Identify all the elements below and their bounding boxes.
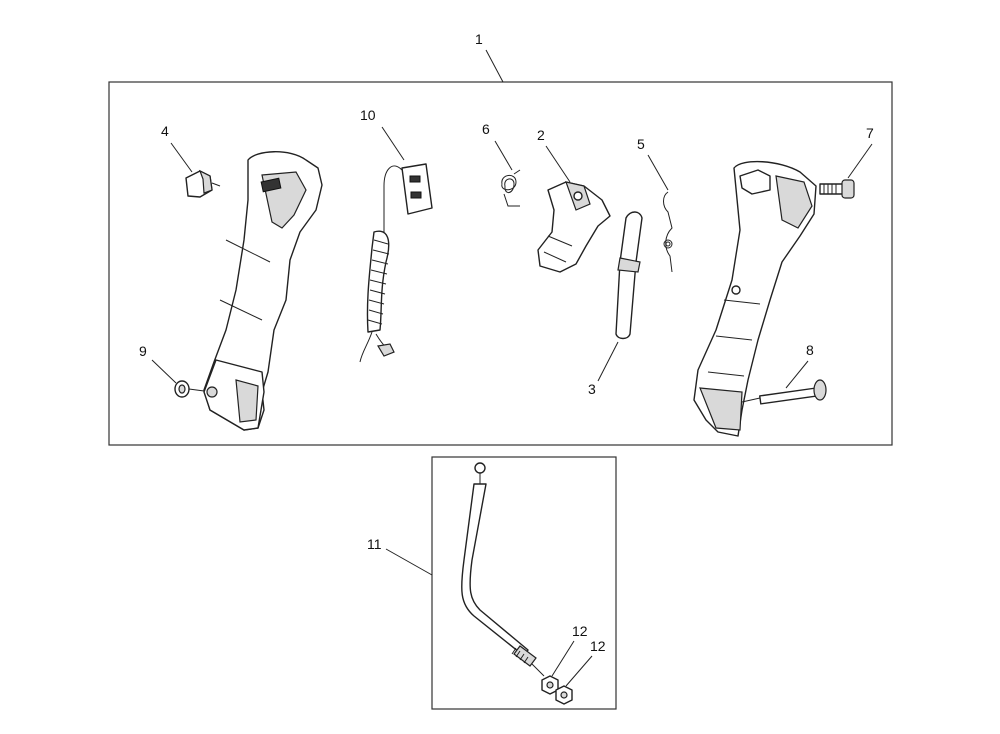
cable-assembly-frame (431, 456, 617, 710)
callout-11-leader (385, 548, 433, 576)
callout-12b-label: 12 (590, 638, 606, 654)
callout-7-leader (847, 143, 873, 179)
handle-assembly-frame (108, 81, 893, 446)
callout-10-label: 10 (360, 107, 376, 123)
callout-9-label: 9 (139, 343, 147, 359)
callout-1-leader (485, 49, 504, 83)
callout-2-label: 2 (537, 127, 545, 143)
part-10-switch-harness (359, 163, 433, 363)
part-9-bushing (174, 380, 205, 398)
callout-12a-label: 12 (572, 623, 588, 639)
part-7-screw (819, 179, 855, 199)
part-left-handle-half (203, 151, 323, 431)
callout-8-leader (785, 360, 809, 389)
part-right-handle-half (693, 160, 817, 437)
callout-12a-leader (551, 640, 575, 677)
callout-4-leader (170, 142, 193, 173)
callout-4-label: 4 (161, 123, 169, 139)
part-2-trigger (537, 181, 611, 273)
part-3-lockout-lever (615, 211, 643, 340)
part-5-spring-wire (663, 191, 673, 273)
part-11-throttle-cable (461, 462, 545, 677)
callout-5-leader (647, 154, 669, 191)
part-6-torsion-spring (501, 169, 521, 207)
callout-3-leader (597, 341, 619, 382)
callout-8-label: 8 (806, 342, 814, 358)
callout-7-label: 7 (866, 125, 874, 141)
part-4-switch-cap (185, 169, 221, 198)
callout-11-label: 11 (367, 536, 382, 552)
callout-2-leader (545, 145, 571, 183)
callout-12b-leader (565, 655, 593, 687)
callout-3-label: 3 (588, 381, 596, 397)
part-8-long-pin (741, 379, 827, 405)
callout-1-label: 1 (475, 31, 483, 47)
part-12-nut-b (555, 685, 573, 705)
callout-5-label: 5 (637, 136, 645, 152)
callout-10-leader (381, 126, 405, 161)
callout-6-leader (494, 140, 513, 171)
callout-9-leader (151, 359, 177, 384)
callout-6-label: 6 (482, 121, 490, 137)
